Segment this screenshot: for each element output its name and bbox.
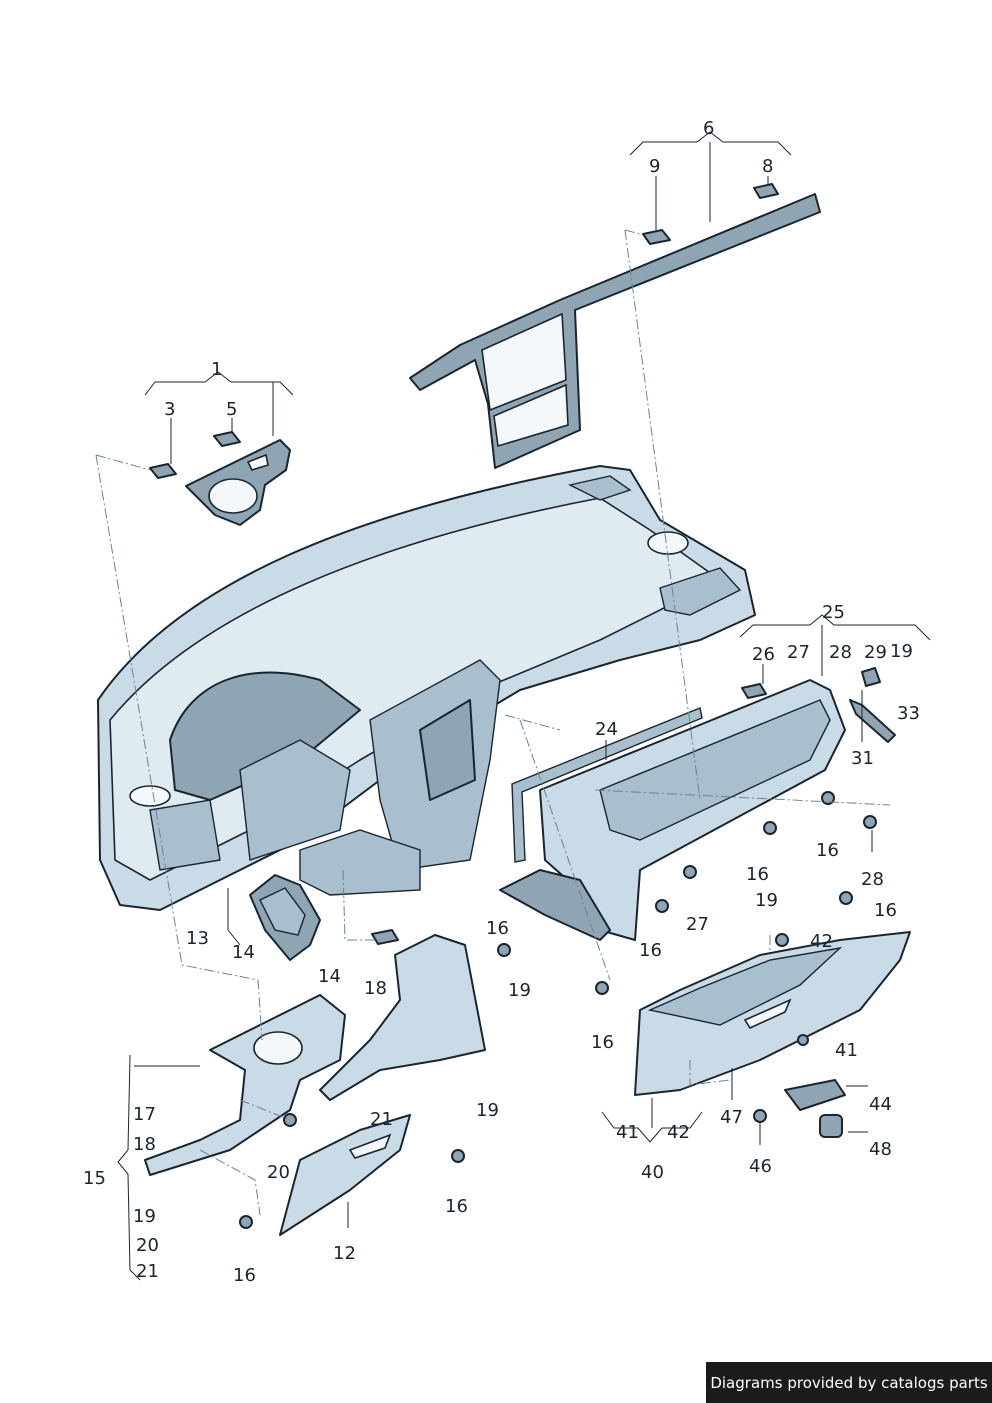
- label-26: 26: [752, 644, 775, 665]
- label-16: 16: [591, 1032, 614, 1053]
- label-14b: 14: [318, 966, 341, 987]
- label-16: 16: [816, 840, 839, 861]
- label-9: 9: [649, 156, 660, 177]
- label-1: 1: [211, 359, 222, 380]
- trim-piece: [185, 439, 291, 526]
- label-19: 19: [133, 1206, 156, 1227]
- label-41: 41: [616, 1122, 639, 1143]
- clip-part-3: [149, 463, 177, 479]
- vent-grille: [249, 874, 321, 961]
- label-16: 16: [233, 1265, 256, 1286]
- label-28: 28: [861, 869, 884, 890]
- label-18: 18: [364, 978, 387, 999]
- label-21: 21: [370, 1109, 393, 1130]
- trim-strip: [409, 193, 821, 469]
- clip-part-26: [741, 683, 767, 699]
- label-44: 44: [869, 1094, 892, 1115]
- label-17: 17: [133, 1104, 156, 1125]
- label-14a: 14: [232, 942, 255, 963]
- label-27: 27: [787, 642, 810, 663]
- label-41: 41: [835, 1040, 858, 1061]
- label-15: 15: [83, 1168, 106, 1189]
- label-28: 28: [829, 642, 852, 663]
- label-16: 16: [874, 900, 897, 921]
- lower-cover: [279, 1114, 411, 1236]
- clip-part-9: [642, 229, 671, 245]
- label-42: 42: [667, 1122, 690, 1143]
- label-16: 16: [445, 1196, 468, 1217]
- label-46: 46: [749, 1156, 772, 1177]
- label-13: 13: [186, 928, 209, 949]
- label-19: 19: [755, 890, 778, 911]
- label-16: 16: [746, 864, 769, 885]
- label-24: 24: [595, 719, 618, 740]
- label-29: 29: [864, 642, 887, 663]
- latch-assembly: [784, 699, 896, 1138]
- glove-box-housing: [499, 679, 846, 941]
- seal-strip: [511, 707, 703, 863]
- label-6: 6: [703, 118, 714, 139]
- guide-lines: [95, 229, 891, 1216]
- label-33: 33: [897, 703, 920, 724]
- reference-labels: 1 3 5 6 8 9 12 13 14 14 15 16 16 16 16 1…: [83, 118, 920, 1286]
- leader-lines: [134, 142, 873, 1228]
- label-20: 20: [267, 1162, 290, 1183]
- label-31: 31: [851, 748, 874, 769]
- label-40: 40: [641, 1162, 664, 1183]
- label-19: 19: [890, 641, 913, 662]
- glove-box-lid: [634, 931, 911, 1096]
- damper-part-31: [849, 699, 896, 743]
- clip-part-29: [861, 667, 881, 687]
- clip-part-8: [753, 183, 779, 199]
- label-25: 25: [822, 602, 845, 623]
- lower-trim-panel: [144, 994, 346, 1176]
- clip-part-18: [371, 929, 399, 945]
- label-27: 27: [686, 914, 709, 935]
- label-16: 16: [639, 940, 662, 961]
- label-48: 48: [869, 1139, 892, 1160]
- label-19: 19: [508, 980, 531, 1001]
- label-47: 47: [720, 1107, 743, 1128]
- label-21: 21: [136, 1261, 159, 1282]
- label-5: 5: [226, 399, 237, 420]
- label-3: 3: [164, 399, 175, 420]
- label-12: 12: [333, 1243, 356, 1264]
- braces: [117, 131, 931, 1281]
- label-42: 42: [810, 931, 833, 952]
- label-8: 8: [762, 156, 773, 177]
- credit-banner: Diagrams provided by catalogs parts: [706, 1362, 992, 1403]
- side-panel: [319, 934, 486, 1101]
- label-16: 16: [486, 918, 509, 939]
- label-20: 20: [136, 1235, 159, 1256]
- label-18: 18: [133, 1134, 156, 1155]
- clip-part-5: [213, 431, 241, 447]
- dashboard-panel: [97, 465, 756, 911]
- screws: [239, 791, 877, 1229]
- label-19: 19: [476, 1100, 499, 1121]
